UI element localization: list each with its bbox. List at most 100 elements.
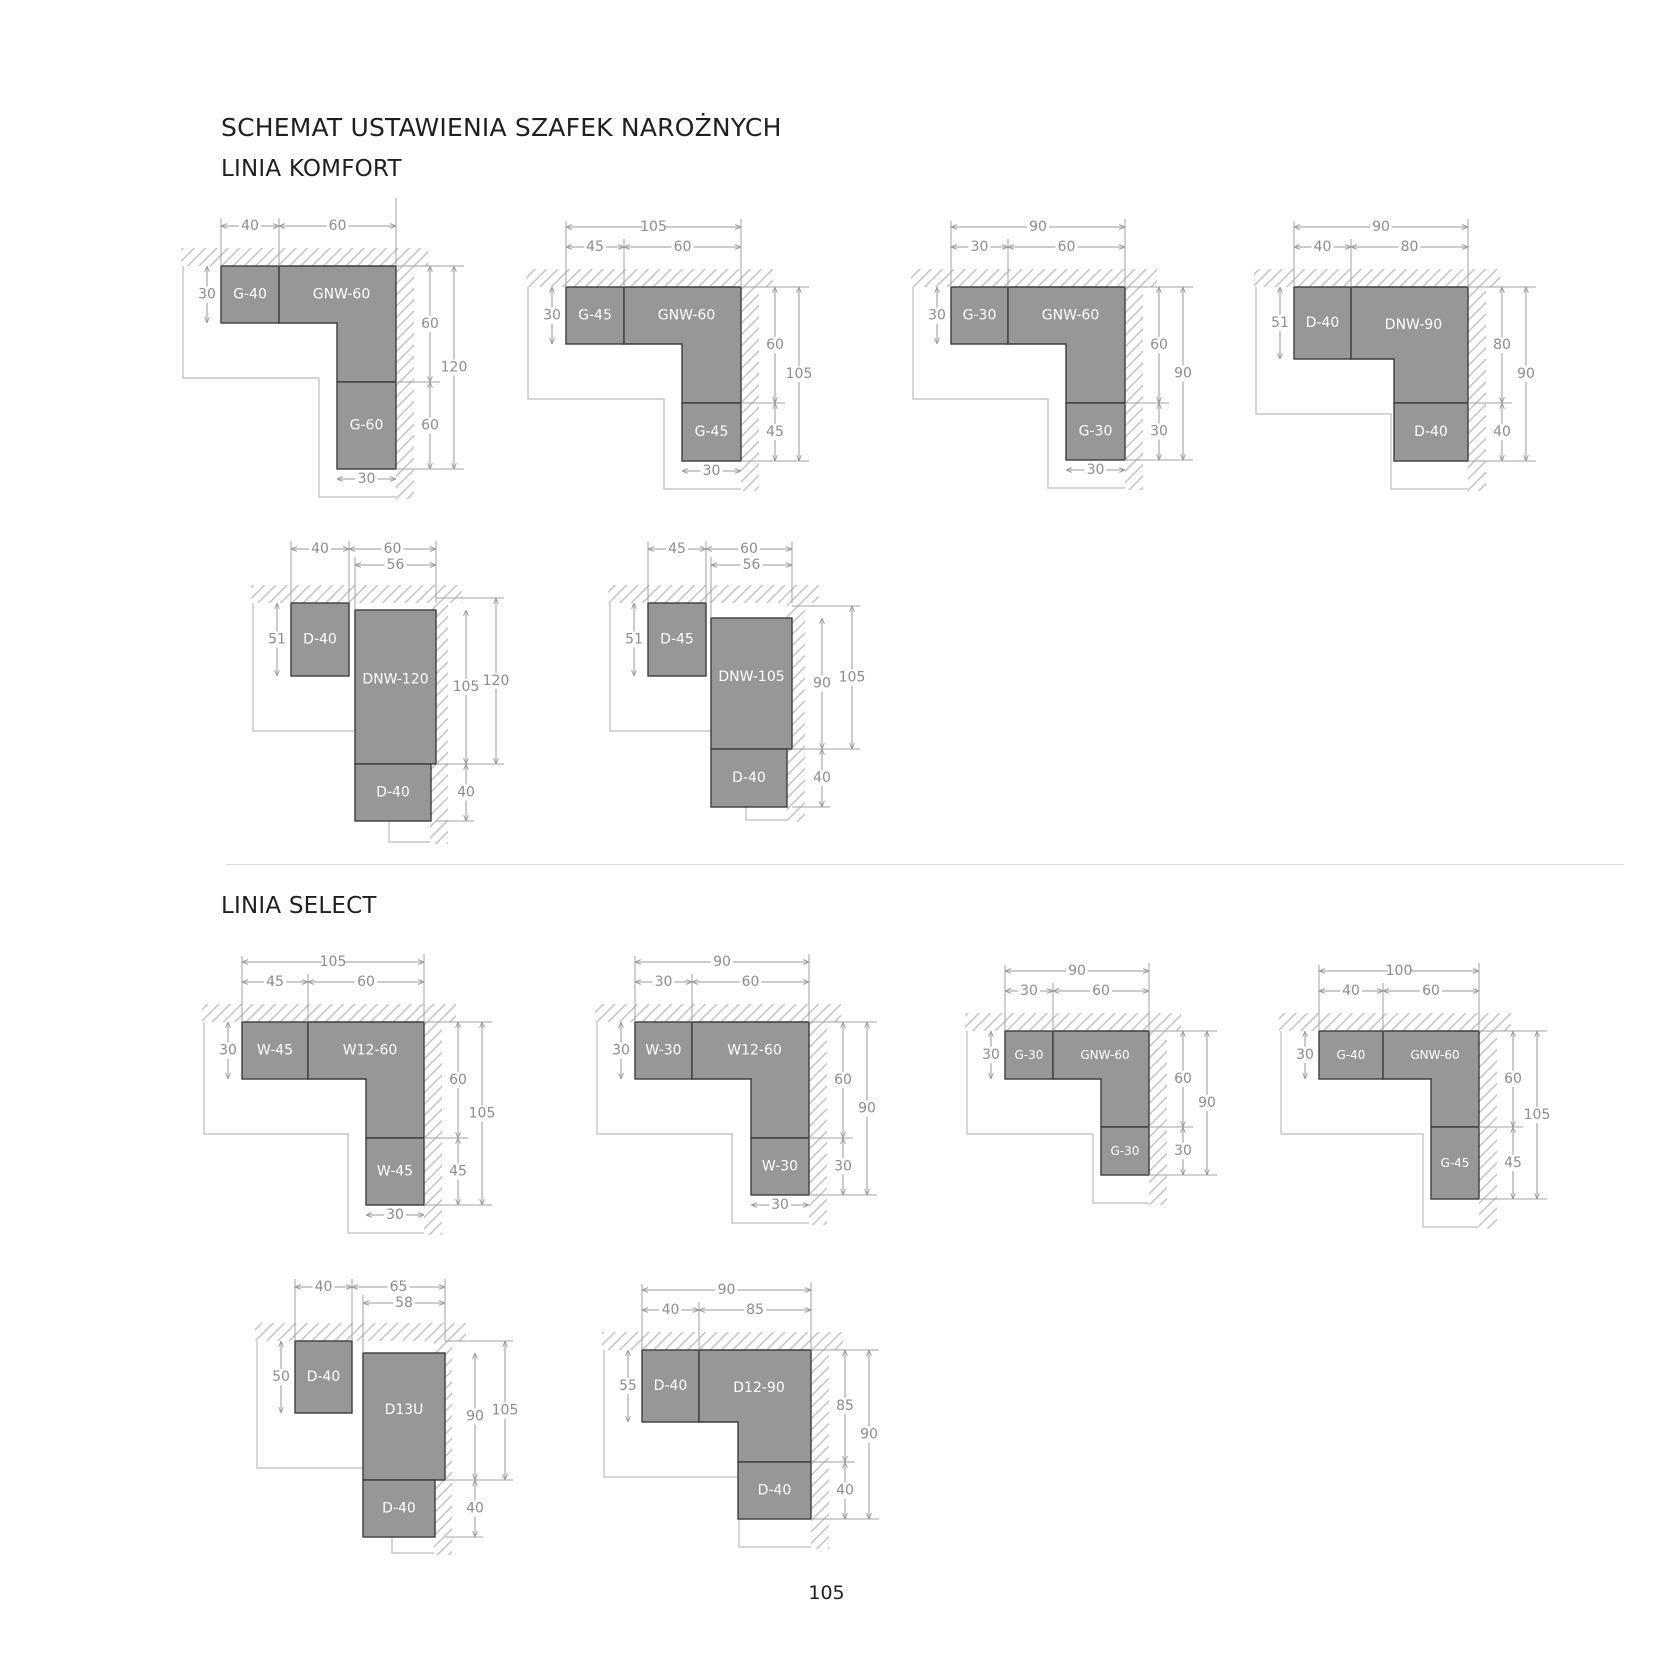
cabinet-dnw-105 [710, 617, 793, 750]
dimension-label: 90 [1372, 219, 1390, 235]
dimension-label-bg [1420, 983, 1442, 999]
dimension-label: 60 [357, 974, 375, 990]
cabinet-label: GNW-60 [1410, 1048, 1459, 1062]
cabinet-label: G-45 [578, 308, 612, 324]
dimension-label: 30 [1174, 1143, 1192, 1159]
cabinet-label: W-30 [645, 1043, 681, 1059]
cabinet-label: GNW-60 [1080, 1048, 1129, 1062]
cabinet-g-45 [1430, 1126, 1480, 1200]
cabinet-label: D-45 [660, 632, 694, 648]
dimension-label-bg [659, 1302, 682, 1318]
cabinet-label: D-40 [732, 770, 766, 786]
dimension-label-bg [744, 1302, 766, 1318]
dimension-label: 65 [390, 1279, 408, 1295]
dimension-label-bg [326, 218, 349, 234]
cabinet-gnw-60 [1052, 1030, 1150, 1128]
dimension-label-bg [269, 1369, 293, 1385]
dimension-label: 60 [1092, 983, 1110, 999]
wall-hatch-right [741, 287, 759, 491]
dimension-label: 60 [421, 418, 439, 434]
dimension-label: 60 [1422, 983, 1440, 999]
cabinet-label: D-40 [376, 785, 410, 801]
cabinet-label: G-40 [1337, 1048, 1366, 1062]
cabinet-d-40 [1293, 286, 1352, 360]
cabinet-g-30 [1100, 1126, 1150, 1176]
cabinet-label: D-40 [382, 1501, 416, 1517]
dimension-label-bg [715, 1282, 738, 1298]
floor-outline [203, 1022, 424, 1234]
cabinet-label: GNW-60 [313, 287, 370, 303]
dimension-label-bg [1018, 983, 1040, 999]
floor-outline [596, 1022, 809, 1224]
dimension-label-bg [442, 359, 466, 376]
cabinet-label: D12-90 [733, 1380, 784, 1396]
cabinet-g-30 [950, 286, 1009, 345]
dimension-label: 105 [1524, 1107, 1551, 1123]
wall-hatch-top [1254, 269, 1500, 287]
cabinet-label: G-30 [1015, 1048, 1044, 1062]
dimension-label-bg [738, 541, 760, 557]
cabinet-label: D-40 [758, 1483, 792, 1499]
cabinet-label: D-40 [1306, 315, 1340, 331]
cabinet-label: GNW-60 [1042, 308, 1099, 324]
floor-outline [1255, 287, 1468, 490]
page-number: 105 [808, 1582, 845, 1604]
dimension-label: 30 [703, 463, 721, 479]
dimension-label-bg [1514, 366, 1538, 382]
dimension-label-bg [463, 1500, 487, 1517]
dimension-label-bg [1370, 219, 1392, 235]
cabinet-gnw-60 [278, 265, 397, 383]
dimension-label: 120 [441, 360, 468, 376]
dimension-label-bg [642, 219, 665, 235]
dimension-label-bg [831, 1158, 855, 1175]
dimension-label: 56 [387, 557, 405, 573]
dimension-label: 50 [272, 1369, 290, 1385]
dimension-label-bg [833, 1398, 857, 1414]
dimension-label: 30 [928, 308, 946, 324]
dimension-label: 60 [742, 974, 760, 990]
dimension-label-bg [763, 337, 787, 353]
dimension-label: 85 [746, 1302, 764, 1318]
dimension-label: 90 [713, 954, 731, 970]
dimension-label-bg [700, 463, 723, 479]
dimension-label-bg [810, 770, 834, 786]
dimension-label: 90 [860, 1427, 878, 1443]
dimension-label: 80 [1493, 337, 1511, 353]
dimension-label: 120 [483, 673, 510, 689]
cabinet-d12-90 [698, 1349, 812, 1463]
cabinet-w-30 [634, 1021, 693, 1080]
cabinet-label: GNW-60 [658, 308, 715, 324]
cabinet-label: D-40 [1414, 424, 1448, 440]
dimension-label-bg [393, 1295, 415, 1311]
dimension-label-bg [1388, 963, 1410, 979]
dimension-label-bg [418, 417, 442, 434]
cabinet-label: W-45 [377, 1164, 413, 1180]
cabinet-label: D-40 [303, 632, 337, 648]
dimension-label-bg [711, 954, 733, 970]
dimension-label-bg [239, 218, 261, 234]
wall-hatch-top [911, 269, 1157, 287]
dimension-label-bg [1171, 365, 1195, 382]
dimension-label: 60 [674, 239, 692, 255]
dimension-label: 60 [329, 218, 347, 234]
dimension-label: 58 [395, 1295, 413, 1311]
floor-outline [912, 287, 1125, 489]
cabinet-d-40 [290, 602, 350, 677]
dimension-label: 30 [543, 308, 561, 324]
dimension-label: 60 [1504, 1071, 1522, 1087]
dimension-label: 40 [315, 1279, 333, 1295]
dimension-label-bg [979, 1047, 1003, 1063]
cabinet-d-40 [737, 1461, 812, 1520]
dimension-label: 30 [971, 239, 989, 255]
dimension-label-bg [763, 424, 787, 440]
dimension-label-bg [1490, 337, 1514, 353]
wall-hatch-top [602, 1332, 843, 1350]
dimension-label-bg [540, 307, 564, 324]
dimension-label: 80 [1401, 239, 1419, 255]
